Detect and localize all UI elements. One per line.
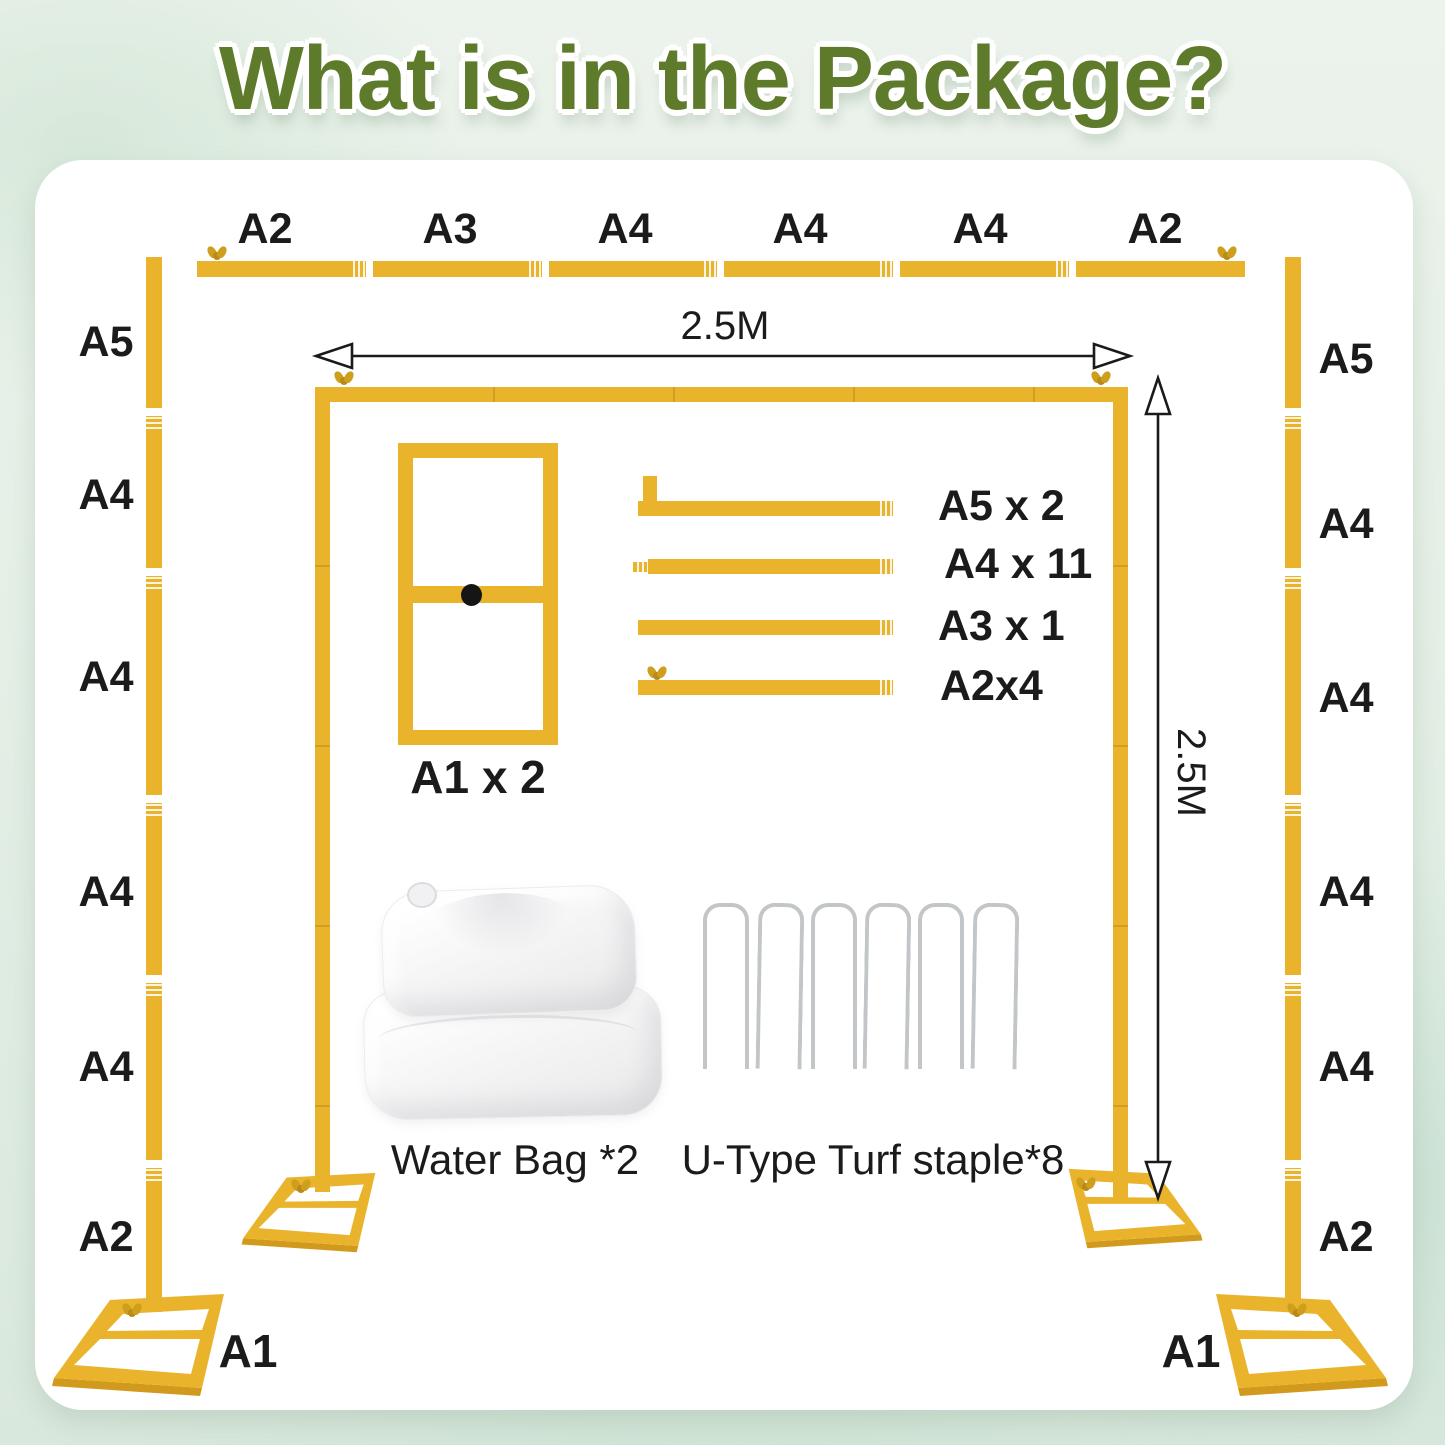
base-label-right: A1 <box>1161 1325 1221 1377</box>
pole-segment <box>900 261 1070 277</box>
top-segment-label: A3 <box>422 205 478 253</box>
pole-segment <box>1285 576 1301 795</box>
turf-staple <box>811 903 857 1069</box>
pole-segment <box>146 803 162 975</box>
pole-segment <box>146 416 162 568</box>
content-card <box>35 160 1413 1410</box>
left-segment-label: A4 <box>78 1043 134 1091</box>
right-segment-label: A2 <box>1318 1213 1374 1261</box>
part-quantity-label: A3 x 1 <box>938 602 1065 650</box>
part-quantity-label: A4 x 11 <box>944 540 1093 588</box>
knob-icon <box>461 584 482 606</box>
wingnut-icon <box>647 666 667 681</box>
part-quantity-label: A2x4 <box>940 662 1043 710</box>
pole-segment <box>146 983 162 1160</box>
pole-segment <box>724 261 894 277</box>
pole-segment <box>1285 416 1301 568</box>
top-segment-label: A4 <box>597 205 653 253</box>
a1-base-frame <box>398 443 558 745</box>
wingnut-icon <box>1217 246 1237 261</box>
pole-segment <box>1076 261 1245 277</box>
right-segment-label: A4 <box>1318 1043 1374 1091</box>
right-segment-label: A4 <box>1318 500 1374 548</box>
wingnut-icon <box>291 1179 311 1194</box>
a2-pole <box>638 680 893 695</box>
left-segment-label: A4 <box>78 471 134 519</box>
height-dimension-label: 2.5M <box>1169 728 1213 817</box>
wingnut-icon <box>122 1303 142 1318</box>
pole-segment <box>1285 803 1301 975</box>
left-pole <box>146 257 162 1312</box>
a1-quantity-label: A1 x 2 <box>410 751 546 803</box>
pole-segment <box>1285 257 1301 408</box>
wingnut-icon <box>1287 1303 1307 1318</box>
pole-segment <box>146 257 162 408</box>
right-segment-label: A4 <box>1318 868 1374 916</box>
top-segment-label: A2 <box>237 205 293 253</box>
pole-segment <box>1285 983 1301 1160</box>
width-dimension-label: 2.5M <box>680 304 770 348</box>
assembled-left-pole <box>315 387 330 1192</box>
assembled-right-pole <box>1113 387 1128 1198</box>
turf-staple <box>755 902 805 1070</box>
left-segment-label: A4 <box>78 868 134 916</box>
pole-segment <box>548 261 718 277</box>
wingnut-icon <box>334 371 354 386</box>
top-segment-label: A4 <box>772 205 828 253</box>
top-segment-label: A2 <box>1127 205 1183 253</box>
wingnut-icon <box>1091 371 1111 386</box>
page-title: What is in the Package? <box>218 29 1227 129</box>
base-label-left: A1 <box>218 1325 278 1377</box>
water-bag <box>379 883 639 1019</box>
right-segment-label: A5 <box>1318 335 1374 383</box>
turf-staple-label: U-Type Turf staple*8 <box>681 1136 1065 1183</box>
a4-pole-nub <box>633 562 650 572</box>
pole-segment <box>372 261 542 277</box>
pole-segment <box>146 576 162 795</box>
left-segment-label: A4 <box>78 653 134 701</box>
turf-staple <box>862 902 912 1070</box>
pole-segment <box>1285 1168 1301 1312</box>
a5-pole <box>638 501 893 516</box>
right-pole <box>1285 257 1301 1312</box>
turf-staple <box>970 902 1020 1070</box>
water-bag-label: Water Bag *2 <box>390 1136 640 1183</box>
wingnut-icon <box>1076 1177 1096 1192</box>
left-segment-label: A2 <box>78 1213 134 1261</box>
a3-pole <box>638 620 893 635</box>
turf-staple <box>918 903 964 1069</box>
top-segment-label: A4 <box>952 205 1008 253</box>
a5-pole-stub <box>643 476 657 506</box>
wingnut-icon <box>207 246 227 261</box>
pole-segment <box>146 1168 162 1312</box>
left-segment-label: A5 <box>78 318 134 366</box>
top-crossbar <box>197 261 1245 277</box>
right-segment-label: A4 <box>1318 674 1374 722</box>
a4-pole <box>648 559 893 574</box>
pole-segment <box>197 261 366 277</box>
part-quantity-label: A5 x 2 <box>938 482 1065 530</box>
assembled-top-bar <box>315 387 1128 402</box>
turf-staple <box>703 903 749 1069</box>
